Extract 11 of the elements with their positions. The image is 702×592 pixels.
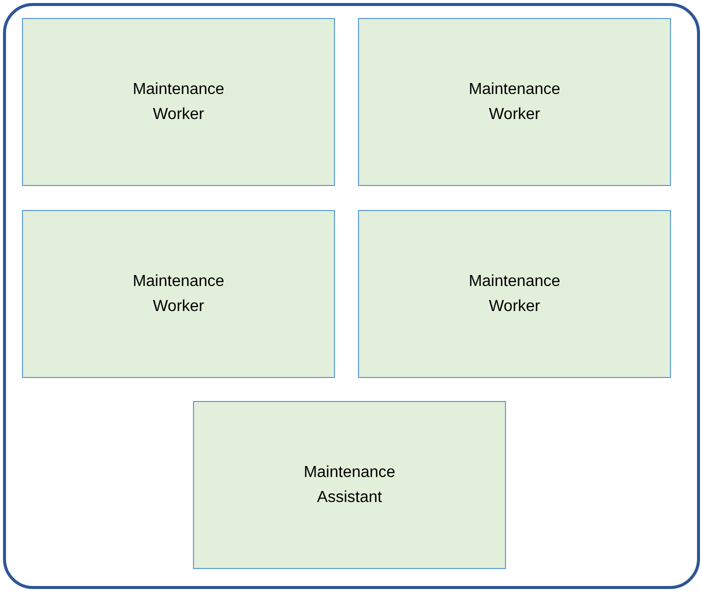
role-box bbox=[358, 18, 671, 186]
role-label: Maintenance Worker bbox=[132, 272, 226, 317]
role-label: Maintenance Worker bbox=[132, 80, 226, 125]
role-label: Maintenance Worker bbox=[468, 80, 562, 125]
role-box bbox=[193, 401, 506, 569]
role-box bbox=[22, 210, 335, 378]
role-label: Maintenance Worker bbox=[468, 272, 562, 317]
role-box bbox=[358, 210, 671, 378]
role-label: Maintenance Assistant bbox=[302, 463, 396, 508]
role-box bbox=[22, 18, 335, 186]
group-frame bbox=[3, 3, 700, 589]
